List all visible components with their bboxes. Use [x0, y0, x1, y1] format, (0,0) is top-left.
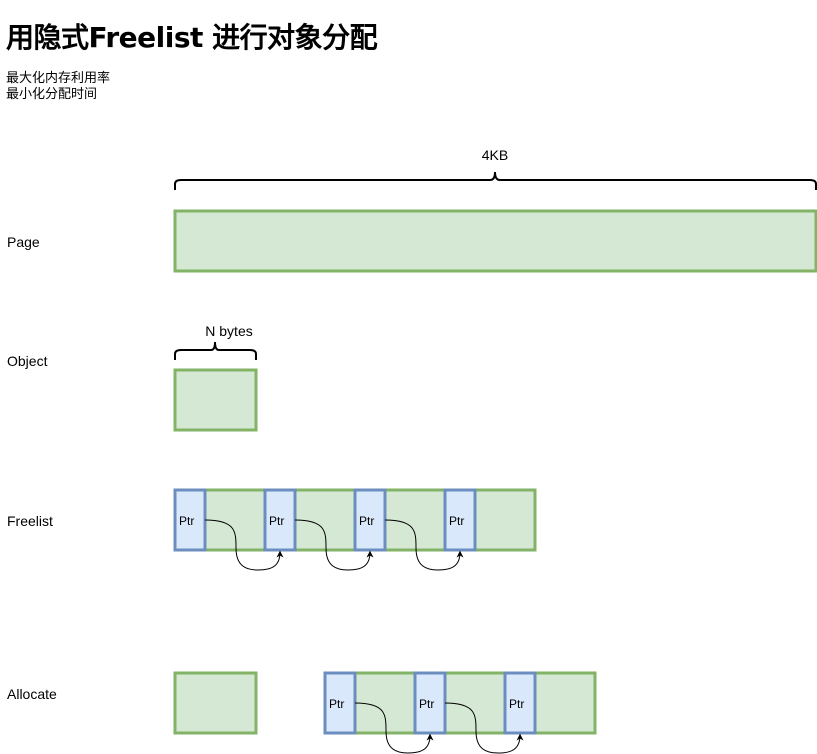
row-label-allocate: Allocate: [7, 686, 57, 702]
page-size-label: 4KB: [481, 147, 509, 163]
goal-min-alloc-time: 最小化分配时间: [6, 87, 98, 102]
row-label-page: Page: [7, 234, 40, 250]
page-size-brace: [174, 171, 817, 190]
row-label-object: Object: [7, 353, 48, 369]
next-pointer-arrow: [204, 519, 284, 571]
allocate-row: Ptr Ptr Ptr: [173, 671, 597, 754]
object-size-brace: [174, 341, 257, 360]
next-pointer-arrow: [444, 702, 524, 754]
ptr-label: Ptr: [269, 514, 284, 528]
ptr-label: Ptr: [419, 697, 434, 711]
goal-max-utilization: 最大化内存利用率: [6, 71, 111, 86]
row-label-freelist: Freelist: [7, 513, 53, 529]
ptr-cell: [443, 488, 477, 552]
ptr-label: Ptr: [329, 697, 344, 711]
ptr-cell: [263, 488, 297, 552]
ptr-cell: [503, 671, 537, 735]
object-block: [173, 368, 258, 432]
ptr-cell: [323, 671, 357, 735]
object-size-label: N bytes: [205, 323, 253, 339]
allocated-object: [173, 671, 258, 735]
ptr-label: Ptr: [179, 514, 194, 528]
ptr-label: Ptr: [509, 697, 524, 711]
ptr-label: Ptr: [359, 514, 374, 528]
ptr-cell: [413, 671, 447, 735]
next-pointer-arrow: [294, 519, 374, 571]
diagram-title: 用隐式Freelist 进行对象分配: [6, 21, 378, 54]
ptr-label: Ptr: [449, 514, 464, 528]
next-pointer-arrow: [384, 519, 464, 571]
page-block: [173, 209, 817, 273]
next-pointer-arrow: [354, 702, 434, 754]
freelist-row: Ptr Ptr Ptr Ptr: [173, 488, 537, 571]
